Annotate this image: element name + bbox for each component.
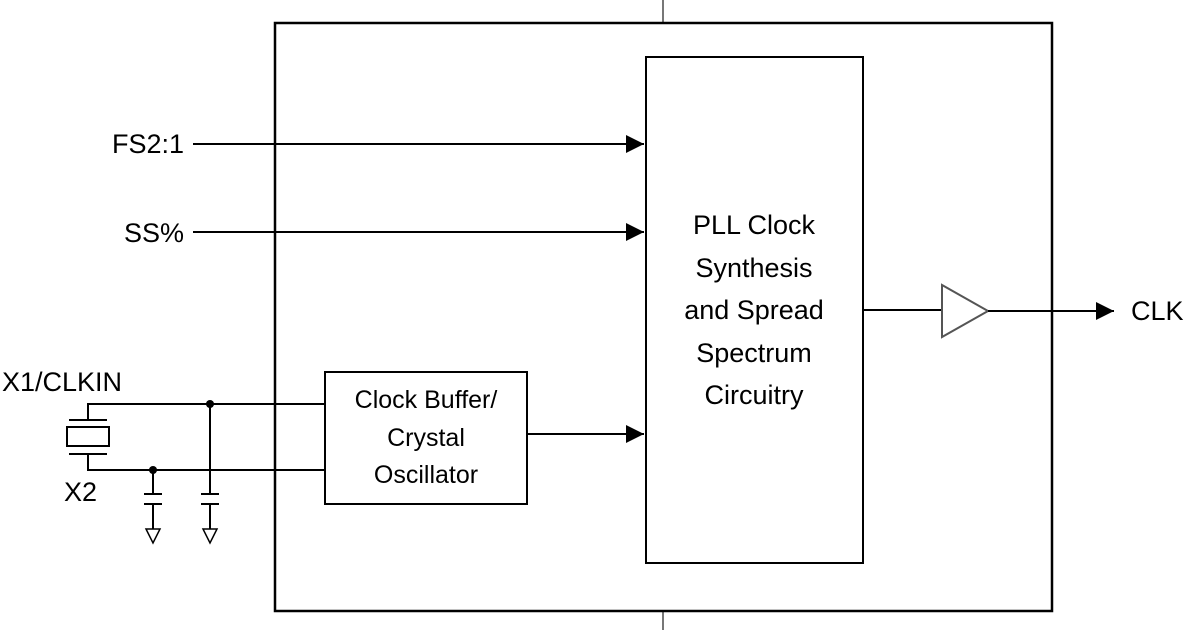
ss-input-label: SS% — [124, 218, 184, 248]
oscillator-label-line-2: Crystal — [387, 424, 465, 452]
oscillator-label-line-1: Clock Buffer/ — [355, 386, 498, 414]
fs-input-label: FS2:1 — [112, 129, 184, 159]
oscillator-block — [324, 371, 528, 505]
clk-output-label: CLK — [1131, 296, 1184, 326]
pll-block — [645, 56, 864, 564]
oscillator-block-label: Clock Buffer/ Crystal Oscillator — [355, 386, 498, 489]
output-buffer-triangle — [941, 283, 991, 339]
pll-label-line-2: Synthesis — [695, 253, 812, 283]
crystal-network — [66, 400, 325, 545]
x2-load-capacitor — [144, 470, 162, 545]
pll-label-line-5: Circuitry — [705, 380, 804, 410]
pll-label-line-1: PLL Clock — [693, 210, 816, 240]
oscillator-label-line-3: Oscillator — [374, 461, 478, 489]
crystal-body — [66, 426, 110, 447]
x1-ground-icon — [201, 528, 219, 545]
pll-label-line-4: Spectrum — [696, 338, 812, 368]
x2-label: X2 — [64, 477, 97, 507]
pll-label-line-3: and Spread — [684, 295, 824, 325]
x1-load-capacitor — [201, 404, 219, 545]
x2-ground-icon — [144, 528, 162, 545]
pll-block-label: PLL Clock Synthesis and Spread Spectrum … — [684, 210, 824, 410]
x2-wire — [87, 455, 325, 471]
x1-clkin-label: X1/CLKIN — [2, 367, 122, 397]
x1-wire — [87, 403, 325, 419]
